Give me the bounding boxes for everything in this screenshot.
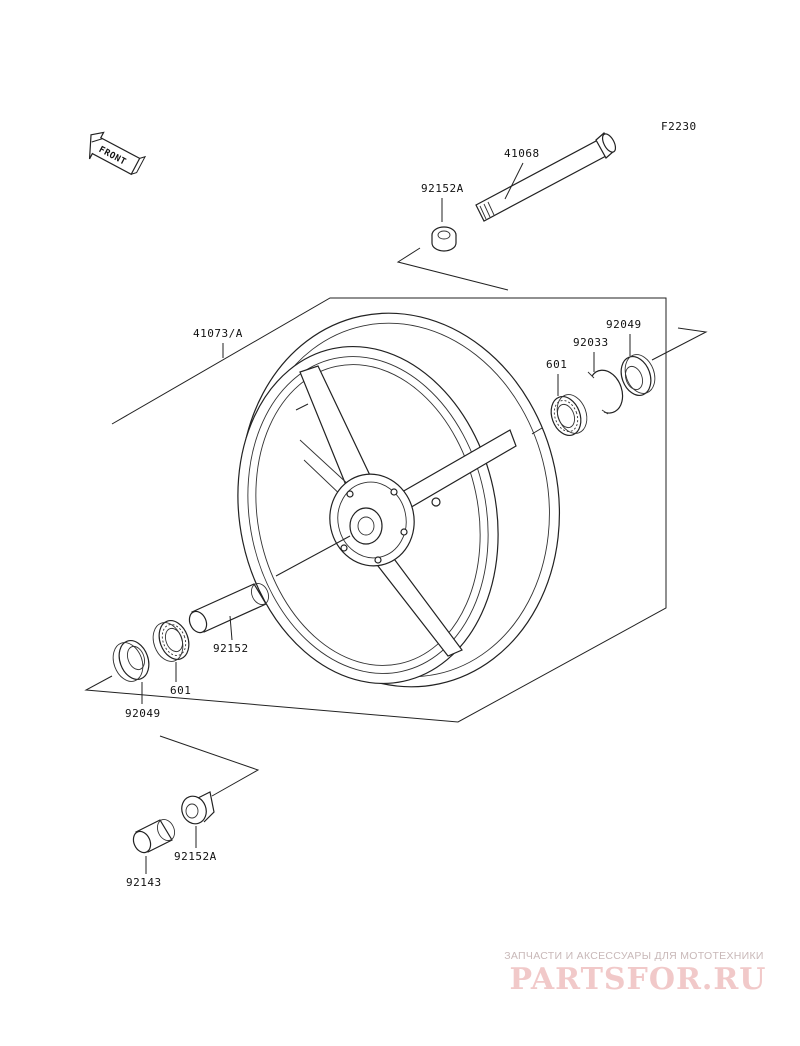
figure-code: F2230 <box>661 120 697 133</box>
front-arrow-icon: FRONT <box>88 131 147 176</box>
spacer-bottom <box>132 818 176 854</box>
oil-seal-right <box>620 354 656 396</box>
label-spacer: 92152 <box>213 642 249 655</box>
label-axle: 41068 <box>504 147 540 160</box>
label-spacer-bottom: 92143 <box>126 876 162 889</box>
collar-top <box>431 226 457 252</box>
label-collar-bottom: 92152A <box>174 850 217 863</box>
oil-seal-left <box>112 640 150 682</box>
axle <box>475 132 617 222</box>
circlip <box>587 369 624 415</box>
collar-bottom <box>181 791 215 825</box>
label-bearing-left: 601 <box>170 684 191 697</box>
label-collar-top: 92152A <box>421 182 464 195</box>
bearing-left <box>152 620 190 662</box>
label-oil-seal-right: 92049 <box>606 318 642 331</box>
label-oil-seal-left: 92049 <box>125 707 161 720</box>
wheel-hub <box>329 473 441 567</box>
label-wheel: 41073/A <box>193 327 243 340</box>
watermark-logo: PARTSFOR.RU <box>509 962 767 997</box>
bearing-right <box>550 394 588 436</box>
label-bearing-right: 601 <box>546 358 567 371</box>
label-circlip: 92033 <box>573 336 609 349</box>
watermark-tagline: ЗАПЧАСТИ И АКСЕССУАРЫ ДЛЯ МОТОТЕХНИКИ <box>504 950 764 962</box>
spacer <box>188 582 270 634</box>
